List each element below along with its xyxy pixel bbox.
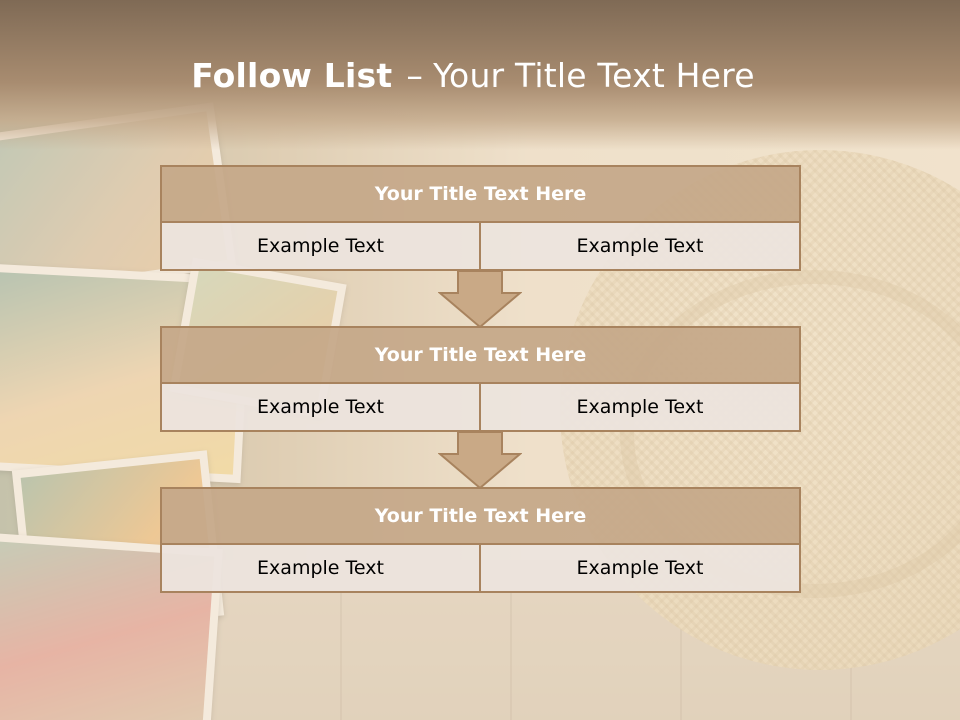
step-cell-left[interactable]: Example Text — [160, 382, 481, 432]
step-title[interactable]: Your Title Text Here — [160, 165, 801, 223]
slide-title-dash: – — [406, 56, 424, 95]
step-title[interactable]: Your Title Text Here — [160, 326, 801, 384]
step-box-2: Your Title Text Here Example Text Exampl… — [160, 326, 801, 432]
step-cell-left[interactable]: Example Text — [160, 221, 481, 271]
step-title[interactable]: Your Title Text Here — [160, 487, 801, 545]
slide-title: Follow List–Your Title Text Here — [0, 56, 946, 95]
slide-title-bold: Follow List — [191, 56, 393, 95]
step-box-1: Your Title Text Here Example Text Exampl… — [160, 165, 801, 271]
step-cell-right[interactable]: Example Text — [479, 221, 801, 271]
step-cell-right[interactable]: Example Text — [479, 543, 801, 593]
header-band — [0, 0, 960, 150]
slide-title-rest: Your Title Text Here — [433, 56, 755, 95]
step-cell-left[interactable]: Example Text — [160, 543, 481, 593]
down-arrow-icon — [438, 432, 522, 490]
down-arrow-icon — [438, 271, 522, 329]
step-box-3: Your Title Text Here Example Text Exampl… — [160, 487, 801, 593]
step-cell-right[interactable]: Example Text — [479, 382, 801, 432]
